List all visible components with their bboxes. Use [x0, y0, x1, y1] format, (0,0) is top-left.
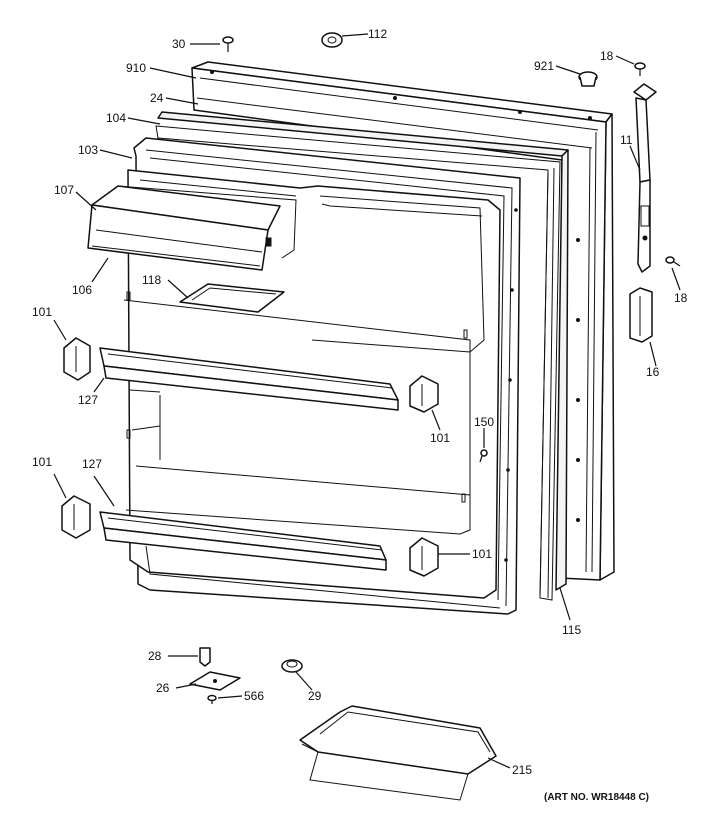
screw-18-top: [634, 62, 646, 76]
callout-24: 24: [150, 91, 164, 105]
callout-921: 921: [534, 59, 554, 73]
shelf-end-cap-right-upper: [409, 375, 439, 413]
callout-29: 29: [308, 689, 322, 703]
callout-107: 107: [54, 183, 74, 197]
screw-150: [479, 449, 488, 463]
callout-101-upper-right: 101: [430, 431, 450, 445]
callout-910: 910: [126, 61, 146, 75]
callout-106: 106: [72, 283, 92, 297]
callout-labels: 30 112 18 921 910 24 104 103 107 106 118…: [32, 27, 688, 803]
plug-921: [578, 71, 598, 87]
callout-18-top: 18: [600, 49, 614, 63]
door-gasket: [155, 111, 569, 601]
callout-101-upper-left: 101: [32, 305, 52, 319]
screw-30: [222, 36, 234, 52]
callout-103: 103: [78, 143, 98, 157]
dairy-compartment-door: [87, 185, 297, 271]
callout-127-lower: 127: [82, 457, 102, 471]
pin-28: [199, 647, 211, 667]
callout-118: 118: [142, 273, 161, 287]
callout-104: 104: [106, 111, 126, 125]
callout-150: 150: [474, 415, 494, 429]
callout-28: 28: [148, 649, 162, 663]
callout-26: 26: [156, 681, 170, 695]
callout-112: 112: [368, 27, 387, 41]
callout-566: 566: [244, 689, 264, 703]
art-number: (ART NO. WR18448 C): [544, 792, 649, 803]
door-bin-215: [299, 705, 497, 801]
plug-29: [281, 659, 303, 673]
shelf-end-cap-left-upper: [63, 337, 91, 381]
callout-115: 115: [562, 623, 581, 637]
callout-16: 16: [646, 365, 660, 379]
plate-26: [189, 671, 241, 691]
hinge-11: [633, 83, 657, 273]
plug-112: [321, 32, 343, 48]
callout-127-upper: 127: [78, 393, 98, 407]
callout-101-lower-right: 101: [472, 547, 492, 561]
callout-215: 215: [512, 763, 532, 777]
screw-566: [207, 694, 217, 704]
shelf-end-cap-left-lower: [61, 495, 91, 539]
callout-11: 11: [620, 133, 633, 147]
door-shelf-upper: [99, 347, 399, 411]
cover-16: [629, 287, 653, 343]
shelf-end-cap-right-lower: [409, 537, 439, 577]
callout-101-lower-left: 101: [32, 455, 52, 469]
callout-30: 30: [172, 37, 186, 51]
leader-lines: [53, 33, 681, 769]
callout-18-side: 18: [674, 291, 688, 305]
door-shelf-lower: [99, 511, 501, 609]
screw-18-side: [665, 256, 681, 267]
item-118-tray: [179, 283, 285, 313]
